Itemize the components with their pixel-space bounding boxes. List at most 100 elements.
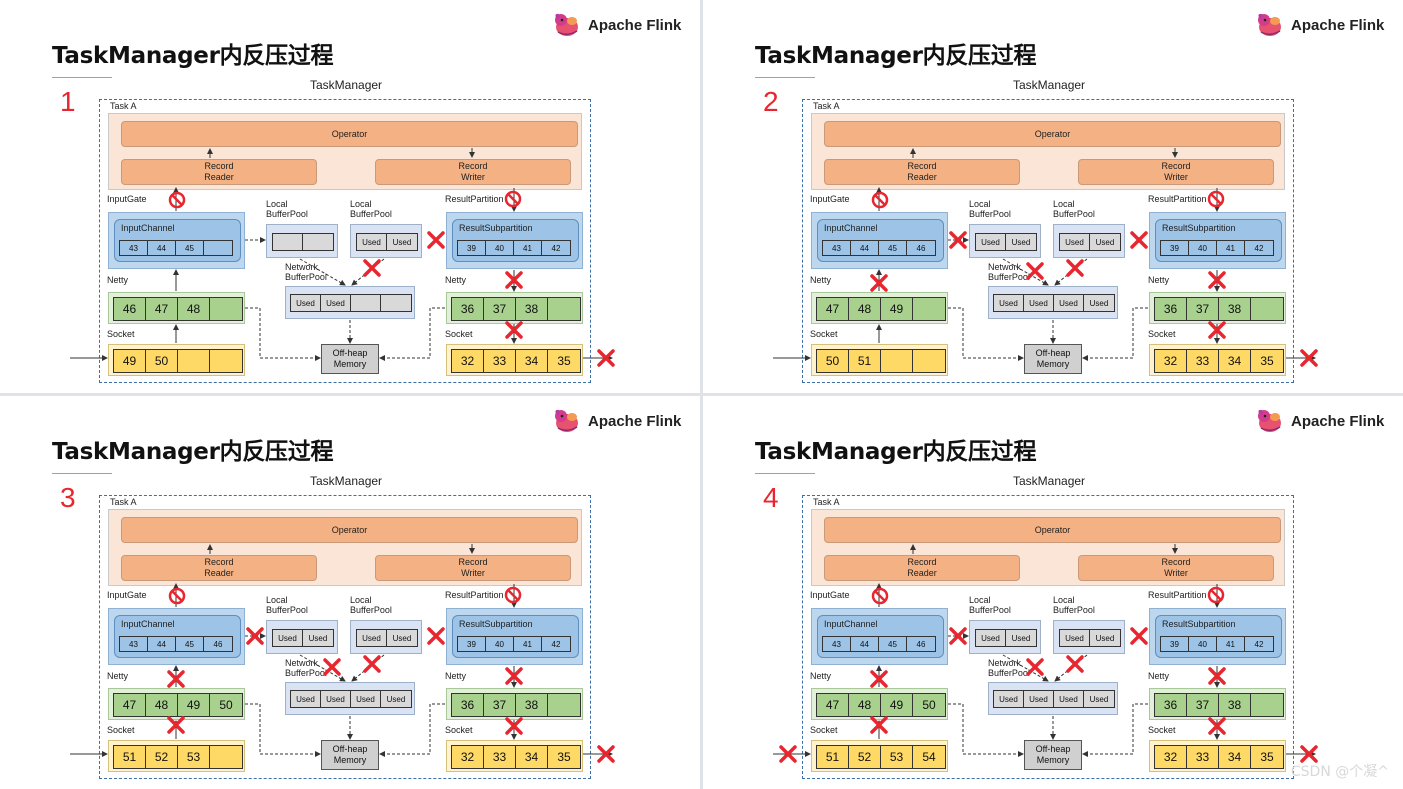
blocked-cross-icon <box>869 273 889 293</box>
network-bufferpool-buffers-cell: Used <box>1054 295 1084 311</box>
result-subpartition-buffers-cell: 40 <box>1189 241 1217 255</box>
local-bufferpool-in-buffers-cell: Used <box>976 630 1006 646</box>
flink-squirrel-icon <box>1258 409 1281 432</box>
blocked-cross-icon <box>1207 320 1227 340</box>
network-bufferpool-buffers-cell <box>351 295 381 311</box>
socket-out-buffers-cell: 32 <box>1155 746 1187 768</box>
socket-out-buffers-cell: 34 <box>516 746 548 768</box>
input-channel-buffers-cell: 44 <box>851 241 879 255</box>
input-channel-buffers-cell: 44 <box>148 637 176 651</box>
title-divider <box>755 77 815 78</box>
socket-in-label: Socket <box>107 725 135 735</box>
result-partition-label: ResultPartition <box>445 590 504 600</box>
brand-logo: Apache Flink <box>1255 12 1384 38</box>
input-channel-buffers-cell: 43 <box>823 241 851 255</box>
socket-in-buffers-cell: 50 <box>817 350 849 372</box>
local-bufferpool-out-buffers-cell: Used <box>392 237 412 247</box>
blocked-cross-icon <box>948 230 968 250</box>
network-bufferpool-buffers-cell: Used <box>321 691 351 707</box>
netty-in-label: Netty <box>810 671 832 681</box>
netty-in-buffers-cell: 47 <box>146 298 178 320</box>
socket-out-buffers-cell: 35 <box>1260 750 1274 764</box>
input-channel-buffers-cell: 45 <box>879 637 907 651</box>
netty-in-buffers-cell <box>913 298 945 320</box>
netty-out-label: Netty <box>445 671 467 681</box>
result-subpartition-buffers-cell: 40 <box>486 241 514 255</box>
step-number: 1 <box>60 86 76 117</box>
socket-in-buffers-cell: 51 <box>114 746 146 768</box>
input-channel-buffers-cell: 46 <box>213 639 223 649</box>
title-divider <box>755 473 815 474</box>
input-channel-buffers-cell: 43 <box>120 637 148 651</box>
result-subpartition-label: ResultSubpartition <box>1162 619 1236 629</box>
netty-in-buffers-cell: 47 <box>114 694 146 716</box>
blocked-cross-icon <box>1065 654 1085 674</box>
slide-title: TaskManager内反压过程 <box>52 439 334 465</box>
blocked-cross-icon <box>1208 271 1226 289</box>
taskmanager-label: TaskManager <box>1013 474 1086 488</box>
socket-out-buffers-cell: 33 <box>484 350 516 372</box>
blocked-stop-icon <box>1207 190 1225 208</box>
socket-in-buffers-cell: 51 <box>849 350 881 372</box>
result-subpartition-buffers-cell: 42 <box>1254 243 1264 253</box>
local-bufferpool-out-buffers-cell: Used <box>1095 633 1115 643</box>
operator-box: Operator <box>121 517 578 543</box>
blocked-stop-icon <box>1207 190 1225 208</box>
input-channel-buffers-cell: 45 <box>176 241 204 255</box>
local-bufferpool-out-buffers-cell: Used <box>1095 237 1115 247</box>
blocked-cross-icon <box>426 230 446 250</box>
netty-out-buffers-cell <box>548 298 580 320</box>
blocked-cross-icon <box>505 717 523 735</box>
input-gate-label: InputGate <box>810 194 850 204</box>
brand-logo: Apache Flink <box>552 12 681 38</box>
local-bufferpool-in-buffers-cell <box>273 234 303 250</box>
socket-in-buffers-cell: 53 <box>881 746 913 768</box>
blocked-cross-icon <box>1299 348 1319 368</box>
netty-out-buffers-cell <box>1251 298 1283 320</box>
blocked-cross-icon <box>362 654 382 674</box>
blocked-cross-icon <box>363 655 381 673</box>
title-divider <box>52 473 112 474</box>
blocked-cross-icon <box>778 744 798 764</box>
input-gate-label: InputGate <box>107 590 147 600</box>
netty-out-buffers-cell: 36 <box>1155 694 1187 716</box>
socket-in-buffers-cell <box>913 350 945 372</box>
blocked-cross-icon <box>596 744 616 764</box>
blocked-stop-icon <box>871 587 889 605</box>
netty-out-buffers-cell: 36 <box>452 694 484 716</box>
socket-out-buffers-cell: 33 <box>1187 746 1219 768</box>
result-partition-label: ResultPartition <box>1148 590 1207 600</box>
input-channel-buffers-cell: 43 <box>823 637 851 651</box>
input-channel-buffers-cell: 44 <box>148 241 176 255</box>
blocked-cross-icon <box>779 745 797 763</box>
netty-out-buffers-cell: 37 <box>1187 298 1219 320</box>
socket-in-label: Socket <box>810 329 838 339</box>
blocked-cross-icon <box>363 259 381 277</box>
result-subpartition-label: ResultSubpartition <box>459 223 533 233</box>
blocked-cross-icon <box>869 715 889 735</box>
blocked-cross-icon <box>1207 270 1227 290</box>
